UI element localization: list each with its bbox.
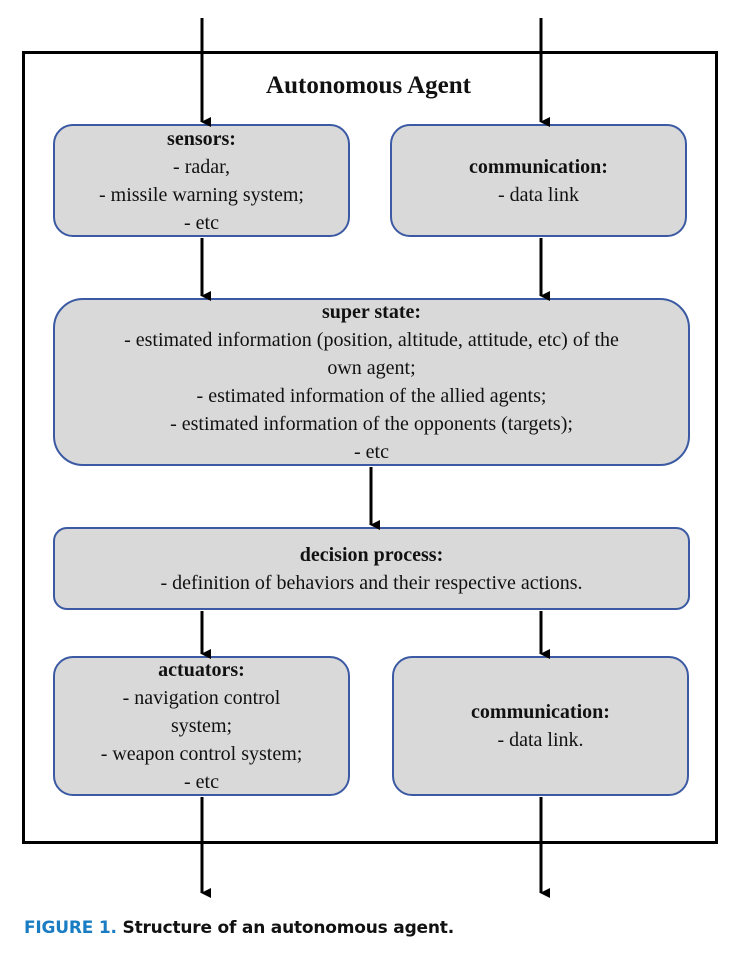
sensors-item: - radar, (173, 155, 230, 178)
super-state-item: - estimated information of the opponents… (170, 413, 573, 435)
super-state-heading: super state: (321, 301, 422, 323)
actuators-heading: actuators: (158, 659, 245, 681)
actuators-item: - navigation control (122, 687, 281, 709)
figure-caption: FIGURE 1. Structure of an autonomous age… (24, 918, 454, 938)
sensors-heading: sensors: (167, 127, 236, 150)
sensors-item: - etc (184, 211, 219, 234)
figure-caption-text: Structure of an autonomous agent. (122, 918, 455, 938)
super-state-item: - estimated information (position, altit… (124, 329, 619, 351)
super-state-item: own agent; (327, 357, 416, 379)
sensors-box: sensors: - radar, - missile warning syst… (53, 124, 350, 237)
communication-out-box: communication: - data link. (392, 656, 689, 796)
communication-in-box: communication: - data link (390, 124, 687, 237)
actuators-item: system; (170, 715, 233, 737)
communication-out-heading: communication: (471, 701, 610, 723)
sensors-item: - missile warning system; (99, 183, 304, 206)
actuators-item: - etc (184, 771, 219, 793)
communication-out-item: - data link. (497, 729, 584, 751)
actuators-box: actuators: - navigation control system; … (53, 656, 350, 796)
decision-process-item: - definition of behaviors and their resp… (160, 571, 583, 594)
actuators-item: - weapon control system; (100, 743, 303, 765)
super-state-item: - etc (354, 441, 389, 463)
communication-in-item: - data link (497, 183, 580, 206)
agent-frame (22, 51, 718, 844)
decision-process-box: decision process: - definition of behavi… (53, 527, 690, 610)
super-state-item: - estimated information of the allied ag… (196, 385, 547, 407)
diagram-title: Autonomous Agent (266, 72, 471, 99)
decision-process-heading: decision process: (299, 543, 444, 566)
super-state-box: super state: - estimated information (po… (53, 298, 690, 466)
figure-label: FIGURE 1. (24, 918, 117, 938)
communication-in-heading: communication: (469, 155, 608, 178)
